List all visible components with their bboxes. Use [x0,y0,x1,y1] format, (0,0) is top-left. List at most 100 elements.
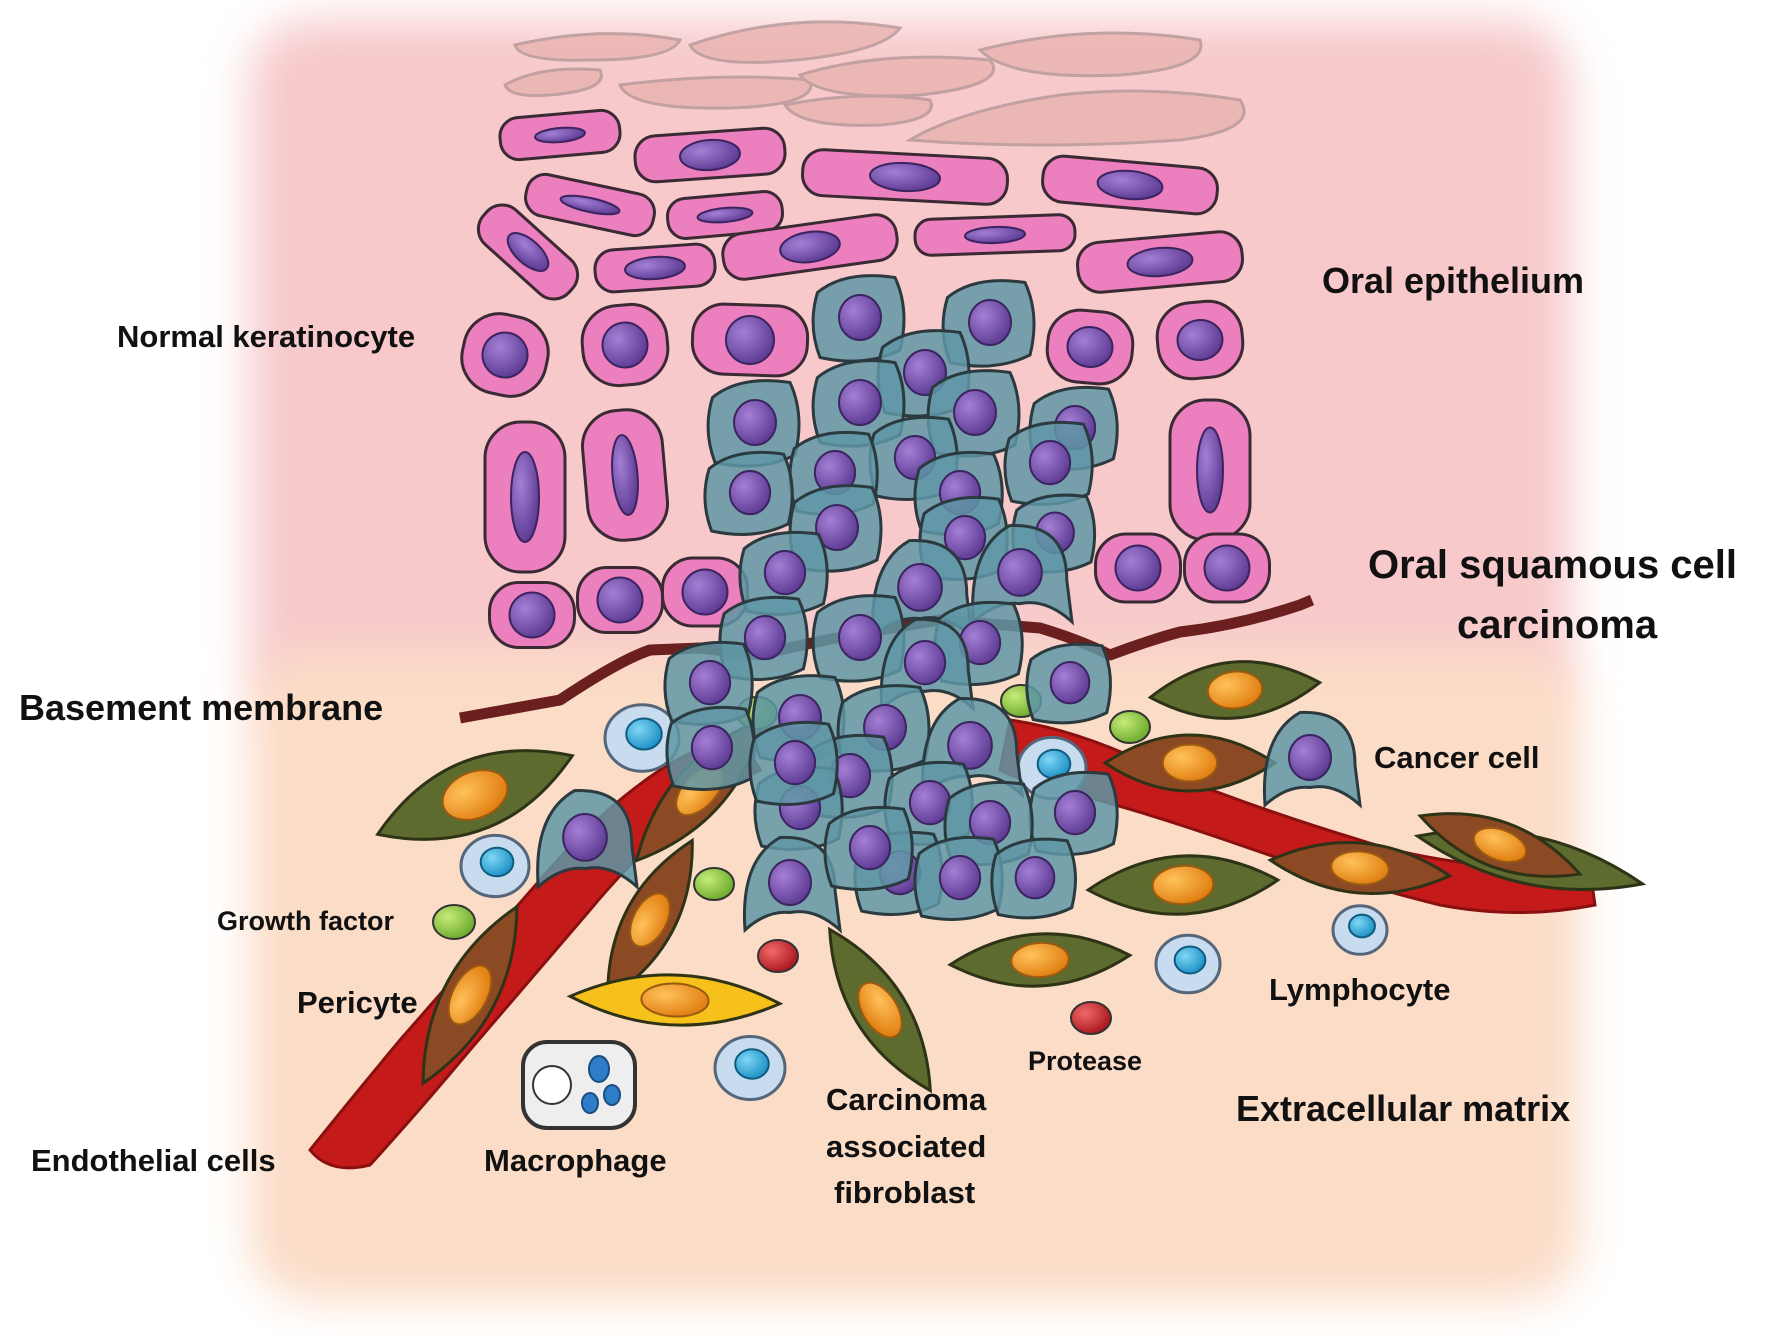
cancer-cell [748,720,839,806]
keratinocyte [661,556,749,628]
keratinocyte-nucleus [779,230,841,264]
keratinocyte-nucleus [679,138,741,172]
cancer-cell-nucleus [562,813,608,862]
cancer-cell-nucleus [938,855,982,901]
keratinocyte-nucleus [1196,426,1224,514]
fibroblast-nucleus [1010,941,1070,979]
lymphocyte-nucleus [734,1048,770,1080]
cancer-cell-nucleus [768,859,812,906]
cancer-cell [1003,420,1094,506]
lymphocyte-nucleus [479,846,515,878]
keratinocyte-nucleus [1176,318,1224,362]
keratinocyte [913,213,1077,257]
keratinocyte [633,126,787,184]
cancer-cell [706,379,801,468]
cancer-cell-nucleus [1288,734,1332,781]
cancer-cell-nucleus [838,294,882,341]
cancer-cell-nucleus [968,299,1012,346]
macrophage [521,1040,637,1130]
cancer-cell [663,640,754,726]
lymphocyte [713,1035,787,1101]
fibroblast-nucleus [1206,670,1264,710]
keratinocyte [1041,154,1219,216]
cancer-cell [1025,642,1112,725]
cancer-cell-nucleus [953,389,997,436]
keratinocyte [580,302,670,388]
macrophage-granule [603,1084,621,1106]
lymphocyte [1154,933,1222,995]
keratinocyte-nucleus [611,434,639,516]
label-basement-membrane: Basement membrane [19,687,383,728]
keratinocyte-nucleus [481,331,529,379]
label-macrophage: Macrophage [484,1143,667,1178]
label-carcinoma-fibroblast-line3: fibroblast [834,1175,975,1210]
keratinocyte-nucleus [534,126,586,144]
fibroblast [375,749,575,841]
keratinocyte [665,190,785,240]
label-carcinoma-fibroblast-line1: Carcinoma [826,1082,987,1117]
fibroblast [1267,841,1453,895]
cancer-cell-nucleus [743,615,787,661]
keratinocyte [1168,398,1252,542]
label-cancer-cell: Cancer cell [1374,740,1539,775]
keratinocyte-nucleus [506,232,550,272]
cancer-cell-nucleus [903,640,947,686]
cancer-cell-nucleus [688,660,732,706]
fibroblast-nucleus [629,892,671,948]
keratinocyte [460,312,550,398]
cancer-cell [971,524,1074,626]
keratinocyte-nucleus [1126,246,1194,278]
label-growth-factor: Growth factor [217,906,394,936]
keratinocyte [498,108,622,162]
keratinocyte [1094,532,1182,604]
cancer-cell-nucleus [773,740,817,786]
keratinocyte [476,203,580,301]
cancer-cell [1262,710,1362,809]
cancer-cell [990,837,1077,920]
fibroblast [828,926,932,1094]
label-extracellular-matrix: Extracellular matrix [1236,1088,1570,1129]
keratinocyte [800,148,1010,206]
surface-squamous-cells [503,20,1246,147]
lymphocyte [1331,904,1389,956]
label-oral-epithelium: Oral epithelium [1322,260,1584,301]
cancer-cell [811,594,906,683]
cancer-cell [913,835,1004,921]
label-normal-keratinocyte: Normal keratinocyte [117,319,415,354]
fibroblast [1085,854,1281,916]
growth-factor-particle [432,904,476,940]
cancer-cell [921,697,1024,799]
fibroblast-nucleus [1472,826,1528,864]
keratinocyte-nucleus [601,321,649,369]
fibroblast-nucleus [1330,850,1390,886]
cancer-cell-nucleus [763,550,807,596]
fibroblast [421,903,519,1087]
keratinocyte [580,408,670,542]
cancer-cell [738,530,829,616]
normal-keratinocytes [460,108,1271,649]
keratinocyte [1155,299,1245,381]
fibroblast-nucleus [1161,743,1219,783]
label-carcinoma-fibroblast-line2: associated [826,1129,986,1164]
cancer-cell [536,789,639,891]
cancer-cell-nucleus [733,399,777,446]
keratinocyte-nucleus [725,315,775,365]
surface-cell [797,55,996,98]
cancer-cell-nucleus [997,548,1043,597]
keratinocyte [488,581,576,649]
fibroblast [1147,660,1323,720]
keratinocyte-nucleus [508,591,556,639]
keratinocyte-nucleus [1066,325,1114,369]
surface-cell [977,31,1203,78]
keratinocyte [690,302,810,378]
surface-cell [782,94,933,127]
macrophage-granule [581,1092,599,1114]
cancer-cell-nucleus [1028,440,1072,486]
fibroblast-nucleus [441,769,509,821]
label-lymphocyte: Lymphocyte [1269,972,1450,1007]
growth-factor-particle [693,867,735,901]
cancer-cell-cluster [536,274,1362,934]
labels: Oral epithelium Normal keratinocyte Oral… [19,260,1737,1210]
